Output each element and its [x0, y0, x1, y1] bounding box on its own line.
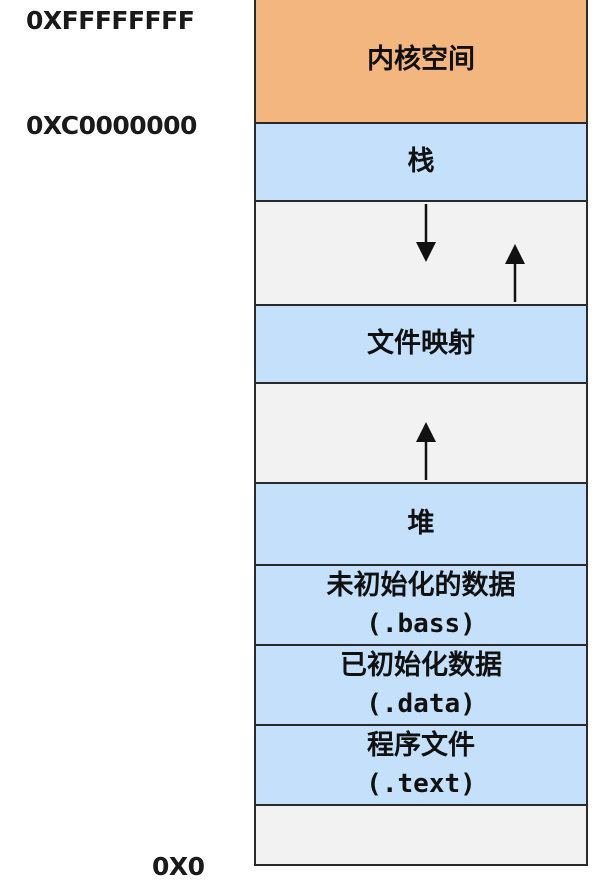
- data-segment: 已初始化数据 (.data): [254, 644, 588, 726]
- bss-section: (.bass): [366, 609, 476, 639]
- bss-segment: 未初始化的数据 (.bass): [254, 564, 588, 646]
- data-section: (.data): [366, 689, 476, 719]
- kernel-space-label: 内核空间: [367, 44, 475, 75]
- free-gap-bottom: [254, 804, 588, 866]
- address-top-label: 0XFFFFFFFF: [26, 6, 195, 35]
- address-kernel-start-label: 0XC0000000: [26, 111, 197, 140]
- mmap-label: 文件映射: [367, 328, 475, 359]
- text-title: 程序文件: [367, 730, 475, 761]
- free-gap-stack-mmap: [254, 200, 588, 306]
- text-segment: 程序文件 (.text): [254, 724, 588, 806]
- heap-label: 堆: [407, 508, 435, 539]
- data-title: 已初始化数据: [340, 650, 502, 681]
- bss-title: 未初始化的数据: [326, 570, 516, 601]
- address-bottom-label: 0X0: [152, 852, 205, 881]
- stack-segment: 栈: [254, 122, 588, 202]
- kernel-space-segment: 内核空间: [254, 0, 588, 124]
- heap-segment: 堆: [254, 482, 588, 566]
- mmap-segment: 文件映射: [254, 304, 588, 384]
- heap-grow-up-arrow-icon: [416, 422, 436, 480]
- stack-label: 栈: [407, 146, 435, 177]
- stack-grow-down-arrow-icon: [416, 204, 436, 262]
- mmap-grow-up-arrow-icon: [505, 244, 525, 302]
- text-section: (.text): [366, 769, 476, 799]
